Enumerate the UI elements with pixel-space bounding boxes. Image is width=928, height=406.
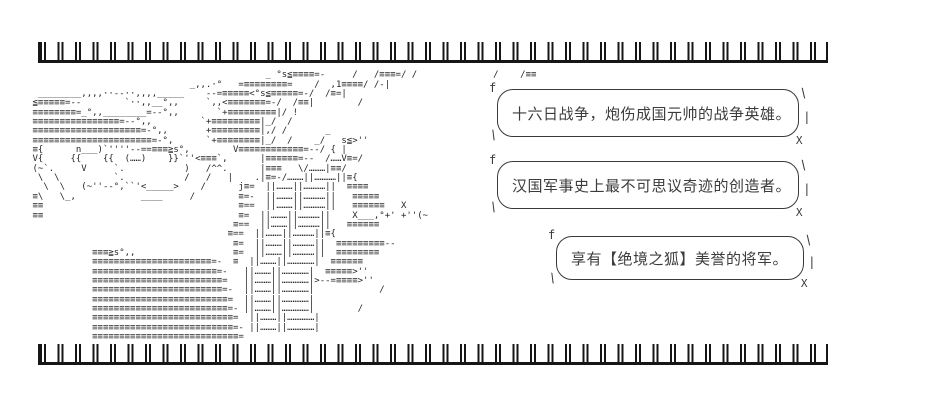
bubble-tail-bottom-right-icon: X <box>800 277 808 290</box>
bubble-tail-top-right-icon: \ <box>798 157 810 173</box>
speech-bubble-2: f \ \ | X 汉国军事史上最不可思议奇迹的创造者。 <box>488 154 810 219</box>
dialogue-text-3: 享有【绝境之狐】美誉的将军。 <box>571 250 789 268</box>
speech-bubble-1: f \ \ | X 十六日战争，炮伤成国元帅的战争英雄。 <box>488 82 810 147</box>
bubble-tail-top-left-icon: f <box>489 81 497 95</box>
bubble-tail-bottom-left-icon: \ <box>547 270 559 286</box>
ascii-art-character: _ °s≦≡≡≡≡=- / /≡≡≡=/ / / /≡≡ _,,.·° =≡≡≡… <box>32 70 537 342</box>
film-strip-top <box>38 42 828 63</box>
bubble-tail-right-icon: | <box>803 109 811 124</box>
bubble-tail-bottom-right-icon: X <box>795 206 803 219</box>
bubble-tail-top-left-icon: f <box>548 228 556 242</box>
bubble-tail-right-icon: | <box>803 181 811 196</box>
dialogue-text-2: 汉国军事史上最不可思议奇迹的创造者。 <box>512 177 792 195</box>
bubble-tail-top-right-icon: \ <box>798 85 810 101</box>
bubble-tail-bottom-right-icon: X <box>795 134 803 147</box>
bubble-tail-top-right-icon: \ <box>803 232 815 248</box>
dialogue-text-1: 十六日战争，炮伤成国元帅的战争英雄。 <box>512 105 792 123</box>
film-strip-bottom <box>38 344 828 365</box>
bubble-tail-right-icon: | <box>808 254 816 269</box>
speech-bubble-3: f \ \ | X 享有【绝境之狐】美誉的将军。 <box>547 229 815 290</box>
bubble-tail-top-left-icon: f <box>489 153 497 167</box>
